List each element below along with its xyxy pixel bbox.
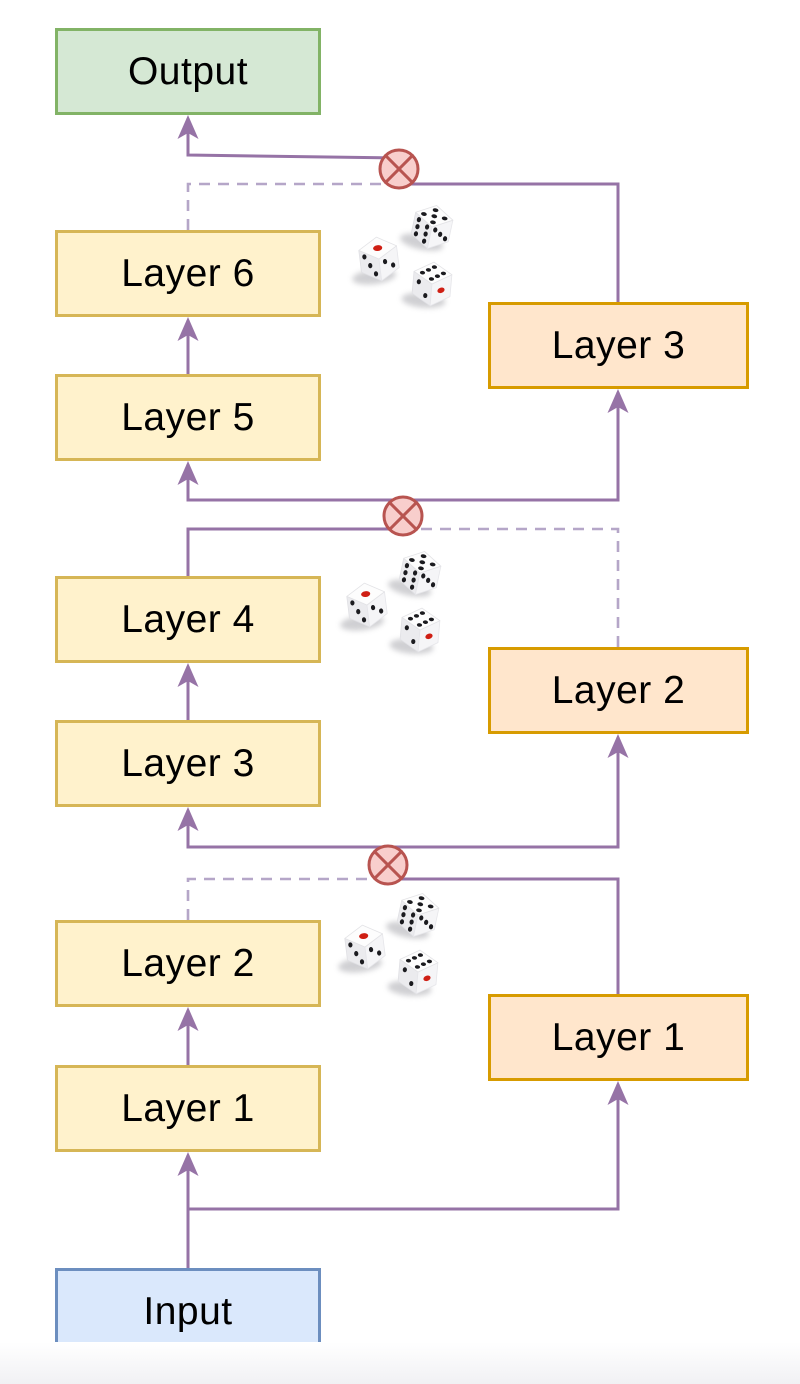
connector-gate2-to-layer5 — [177, 461, 403, 502]
connector-dropped-layer6-to-gate1 — [186, 182, 399, 230]
page-bottom-fade — [0, 1342, 800, 1384]
connector-gate3-to-layer3 — [177, 807, 388, 849]
node-output: Output — [55, 28, 321, 115]
node-main-layer2: Layer 2 — [55, 920, 321, 1007]
multiply-gate-icon — [367, 844, 409, 886]
multiply-gate-icon — [378, 148, 420, 190]
connector-gate3-to-skip-layer2 — [388, 734, 629, 849]
node-skip-layer2: Layer 2 — [488, 647, 749, 734]
node-main-layer1: Layer 1 — [55, 1065, 321, 1152]
connector-dropped-layer2-to-gate3 — [186, 877, 388, 920]
connector-layer4-to-gate2 — [186, 527, 403, 576]
dice-icon — [336, 545, 444, 656]
node-label: Layer 3 — [121, 741, 255, 785]
connector-dropped-skip-layer2-to-gate2 — [403, 527, 620, 647]
connector-skip-layer3-to-gate1 — [399, 182, 620, 302]
node-label: Layer 4 — [121, 597, 255, 641]
node-skip-layer1: Layer 1 — [488, 994, 749, 1081]
node-skip-layer3: Layer 3 — [488, 302, 749, 389]
connector-input-to-skip-layer1 — [188, 1081, 629, 1211]
node-label: Output — [127, 49, 249, 93]
node-label: Input — [143, 1289, 233, 1333]
node-label: Layer 3 — [551, 323, 686, 367]
connector-gate2-to-skip-layer3 — [403, 389, 629, 502]
node-main-layer4: Layer 4 — [55, 576, 321, 663]
node-label: Layer 1 — [121, 1086, 255, 1130]
node-label: Layer 5 — [121, 395, 255, 439]
node-label: Layer 6 — [121, 251, 255, 295]
dice-icon — [334, 887, 442, 998]
node-label: Layer 2 — [551, 668, 686, 712]
node-main-layer3: Layer 3 — [55, 720, 321, 807]
connector-gate1-to-output — [177, 115, 400, 160]
multiply-gate-icon — [382, 495, 424, 537]
dice-icon — [348, 199, 456, 310]
node-main-layer5: Layer 5 — [55, 374, 321, 461]
connector-skip-layer1-to-gate3 — [388, 877, 620, 994]
node-main-layer6: Layer 6 — [55, 230, 321, 317]
node-label: Layer 2 — [121, 941, 255, 985]
node-label: Layer 1 — [551, 1015, 686, 1059]
